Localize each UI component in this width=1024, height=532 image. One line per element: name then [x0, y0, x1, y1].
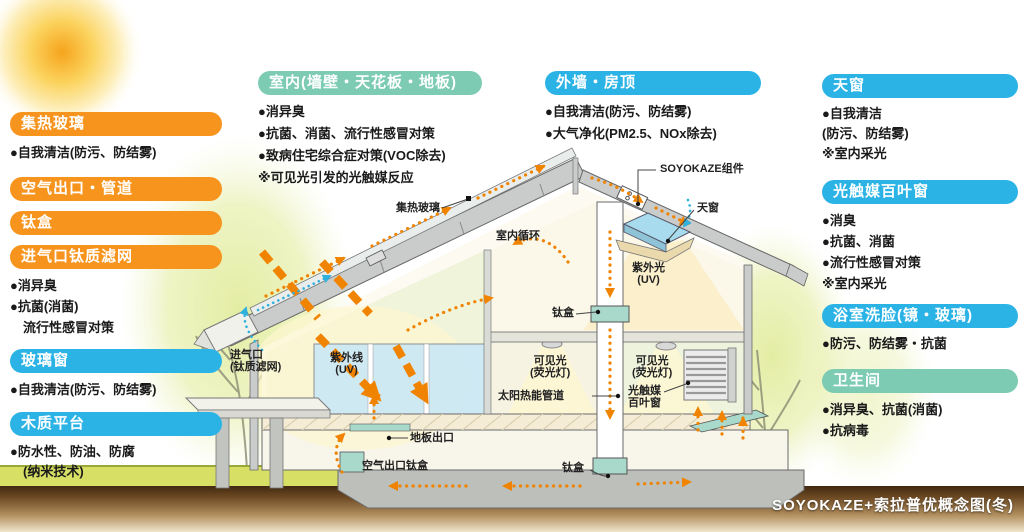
panel-air-inlet-filter: 进气口钛质滤网 ●消异臭 ●抗菌(消菌) 流行性感冒对策 [10, 245, 222, 338]
label-floor-outlet: 地板出口 [410, 432, 454, 444]
lamp-light-cone-left [508, 346, 596, 414]
panel-title: 室内(墙壁・天花板・地板) [258, 71, 482, 95]
sun-icon [0, 0, 144, 134]
panel-titanium-box: 钛盒 [10, 211, 222, 235]
panel-title: 天窗 [822, 74, 1018, 98]
label-solar-heat-duct: 太阳热能管道 [498, 390, 564, 402]
panel-bullet: ※可见光引发的光触媒反应 [258, 170, 414, 185]
panel-bullet: ●抗菌、消菌 [822, 234, 895, 249]
floor-outlet-strip [349, 423, 411, 432]
panel-bullet: ●自我清洁(防污、防结雾) [10, 382, 157, 397]
label-collector-glass: 集热玻璃 [396, 202, 440, 214]
titanium-box-attic [590, 305, 630, 323]
panel-title: 外墙・房顶 [545, 71, 761, 95]
label-visible-light-right: 可见光 (荧光灯) [632, 355, 673, 379]
right-exterior-wall [743, 264, 753, 415]
skylight [622, 212, 692, 245]
wooden-deck [184, 397, 332, 489]
panel-bullet: ●致病住宅综合症对策(VOC除去) [258, 148, 446, 163]
foundation [337, 469, 805, 509]
panel-exterior-wall-roof: 外墙・房顶 ●自我清洁(防污、防结雾) ●大气净化(PM2.5、NOx除去) [545, 71, 761, 145]
panel-bullet: 流行性感冒对策 [23, 320, 115, 335]
label-uv-light: 紫外光 (UV) [632, 262, 665, 286]
panel-bullet: (纳米技术) [23, 464, 84, 479]
panel-bullet: ●自我清洁 [822, 106, 882, 121]
panel-bullet: ※室内采光 [822, 146, 887, 161]
titanium-box-bottom [592, 457, 628, 475]
panel-title: 浴室洗脸(镜・玻璃) [822, 304, 1018, 328]
gutter [785, 263, 809, 287]
leader-lines [390, 169, 695, 477]
label-indoor-circulation: 室内循环 [496, 230, 540, 242]
panel-title: 玻璃窗 [10, 349, 222, 373]
panel-bullet: (防污、防结雾) [822, 126, 909, 141]
label-titanium-box-bottom: 钛盒 [562, 462, 584, 474]
panel-bullet: ●自我清洁(防污、防结雾) [10, 145, 157, 160]
label-skylight: 天窗 [697, 202, 719, 214]
photocatalyst-blinds [683, 347, 737, 403]
warm-airflow-arrows [264, 164, 748, 491]
panel-bullet: ●抗菌、消菌、流行性感冒对策 [258, 126, 435, 141]
panel-title: 木质平台 [10, 412, 222, 436]
label-photocatalyst-blinds: 光触媒 百叶窗 [628, 385, 661, 409]
panel-bullet: ●抗病毒 [822, 423, 869, 438]
panel-title: 钛盒 [10, 211, 222, 235]
label-air-outlet-box: 空气出口钛盒 [362, 460, 428, 472]
air-outlet-titanium-box [339, 451, 365, 473]
panel-title: 卫生间 [822, 369, 1018, 393]
panel-bullet: ●自我清洁(防污、防结雾) [545, 104, 692, 119]
panel-title: 光触媒百叶窗 [822, 180, 1018, 204]
panel-title: 空气出口・管道 [10, 177, 222, 201]
panel-title: 进气口钛质滤网 [10, 245, 222, 269]
panel-bullet: ●流行性感冒对策 [822, 255, 921, 270]
panel-bullet: ●消臭 [822, 213, 856, 228]
panel-indoor: 室内(墙壁・天花板・地板) ●消异臭 ●抗菌、消菌、流行性感冒对策 ●致病住宅综… [258, 71, 482, 189]
panel-bathroom-washstand: 浴室洗脸(镜・玻璃) ●防污、防结雾・抗菌 [822, 304, 1018, 354]
caption: SOYOKAZE+索拉普优概念图(冬) [772, 497, 1014, 514]
panel-collector-glass: 集热玻璃 ●自我清洁(防污、防结雾) [10, 112, 222, 163]
label-uv-rays: 紫外线 (UV) [330, 352, 363, 376]
panel-air-outlet-duct: 空气出口・管道 [10, 177, 222, 201]
ceiling-lamp-right [655, 341, 677, 351]
label-visible-light-left: 可见光 (荧光灯) [530, 355, 571, 379]
panel-toilet: 卫生间 ●消异臭、抗菌(消菌) ●抗病毒 [822, 369, 1018, 441]
panel-title: 集热玻璃 [10, 112, 222, 136]
panel-skylight: 天窗 ●自我清洁 (防污、防结雾) ※室内采光 [822, 74, 1018, 164]
panel-bullet: ●防水性、防油、防腐 [10, 444, 135, 459]
label-air-inlet: 进气口 (钛质滤网) [230, 349, 282, 373]
fresh-airflow-arrows [239, 198, 692, 352]
panel-bullet: ●抗菌(消菌) [10, 299, 79, 314]
panel-bullet: ●消异臭 [258, 104, 305, 119]
panel-bullet: ●大气净化(PM2.5、NOx除去) [545, 126, 717, 141]
panel-wooden-deck: 木质平台 ●防水性、防油、防腐 (纳米技术) [10, 412, 222, 482]
panel-bullet: ●消异臭、抗菌(消菌) [822, 402, 943, 417]
panel-bullet: ※室内采光 [822, 276, 887, 291]
panel-bullet: ●消异臭 [10, 278, 57, 293]
panel-bullet: ●防污、防结雾・抗菌 [822, 336, 947, 351]
panel-glass-window: 玻璃窗 ●自我清洁(防污、防结雾) [10, 349, 222, 400]
label-titanium-box-attic: 钛盒 [552, 307, 574, 319]
panel-photocatalyst-blinds: 光触媒百叶窗 ●消臭 ●抗菌、消菌 ●流行性感冒对策 ※室内采光 [822, 180, 1018, 294]
label-soyokaze-unit: SOYOKAZE组件 [660, 163, 744, 175]
